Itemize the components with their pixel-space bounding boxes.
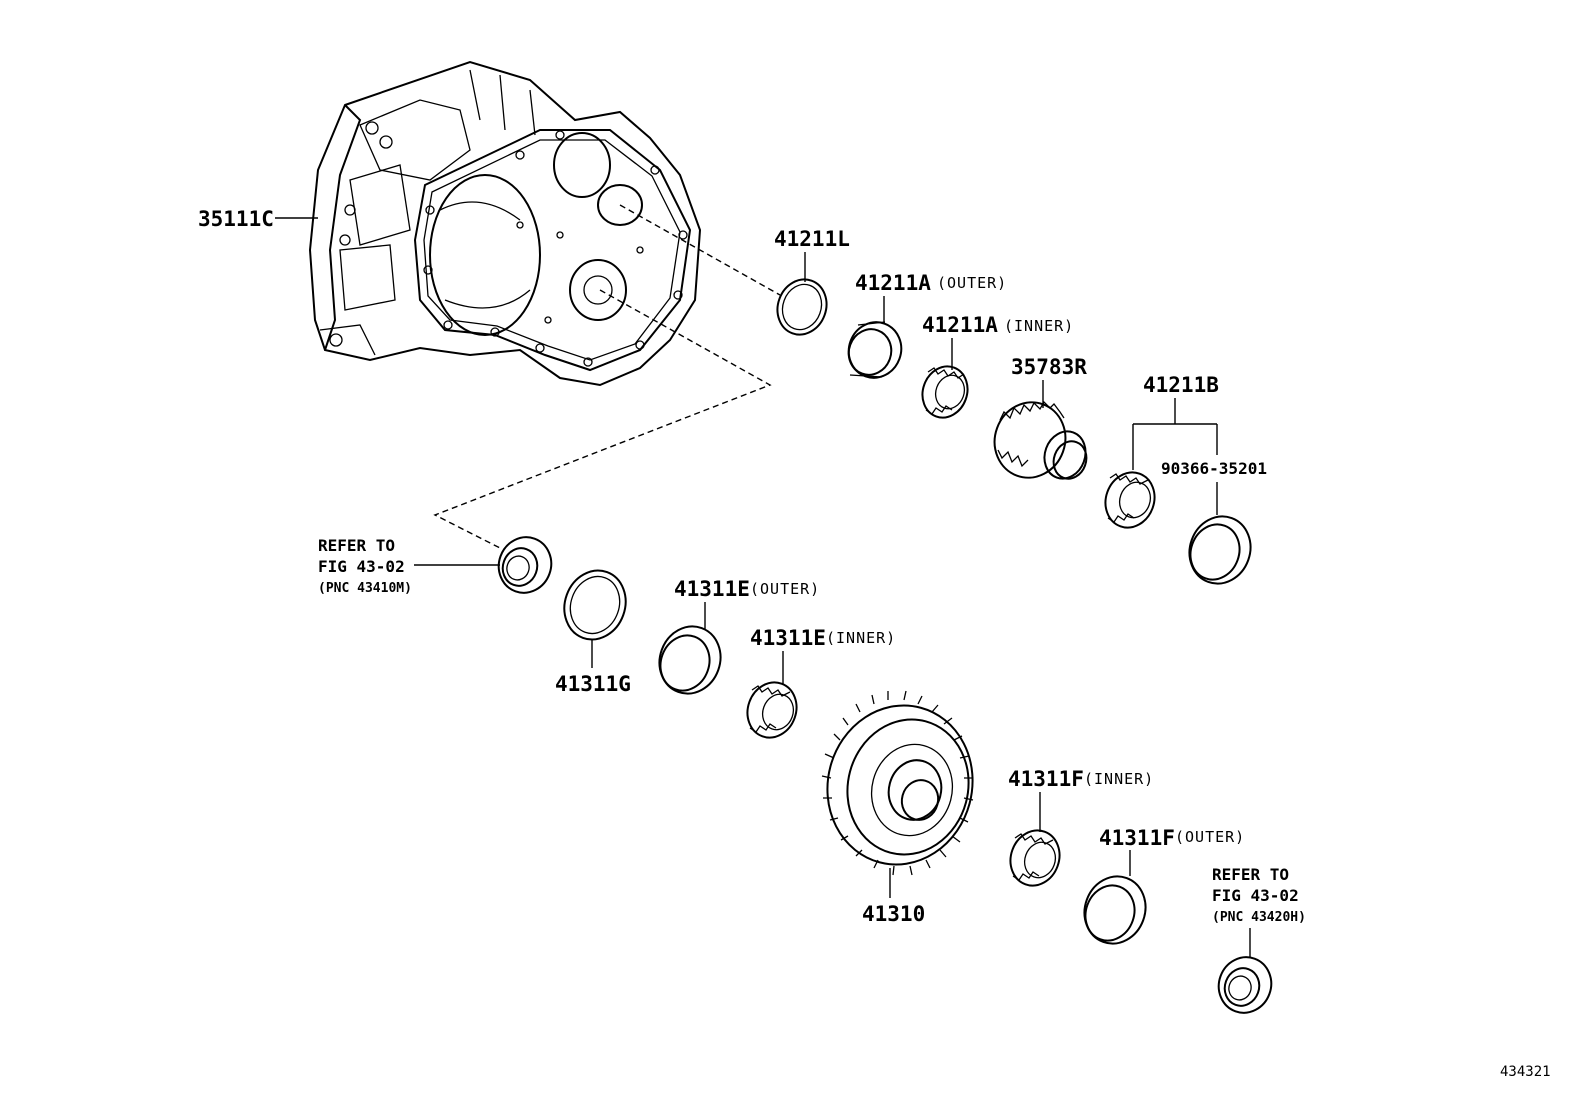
shim-41311g-drawing <box>563 569 627 641</box>
outer-race-41311f-drawing <box>1083 875 1147 945</box>
qualifier-41311f-outer: (OUTER) <box>1175 828 1245 846</box>
ref-right-line1: REFER TO <box>1212 865 1289 884</box>
qualifier-41311e-outer: (OUTER) <box>750 580 820 598</box>
assembly-line-upper <box>619 204 781 296</box>
ref-left-line3: (PNC 43410M) <box>318 581 412 596</box>
label-90366-35201: 90366-35201 <box>1161 459 1267 478</box>
bearing-41211b-drawing <box>1104 471 1156 529</box>
outer-race-41211a-drawing <box>847 321 903 379</box>
label-41211b: 41211B <box>1143 373 1219 397</box>
reference-note-left: REFER TO FIG 43-02 (PNC 43410M) <box>318 536 412 596</box>
label-41211a-inner: 41211A <box>922 313 998 337</box>
inner-bearing-41311f-drawing <box>1009 829 1061 887</box>
figure-number: 434321 <box>1500 1064 1551 1080</box>
label-35783r: 35783R <box>1011 355 1087 379</box>
label-41211l: 41211L <box>774 227 850 251</box>
ref-right-line3: (PNC 43420H) <box>1212 910 1306 925</box>
shim-41211l-drawing <box>776 278 828 336</box>
label-41311e-outer: 41311E <box>674 577 750 601</box>
label-41311f-inner: 41311F <box>1008 767 1084 791</box>
ref-left-line1: REFER TO <box>318 536 395 555</box>
label-41211a-outer: 41211A <box>855 271 931 295</box>
inner-bearing-41211a-drawing <box>921 365 969 419</box>
ref-left-line2: FIG 43-02 <box>318 557 405 576</box>
assembly-line-lower <box>433 289 772 549</box>
drive-gear-35783r-drawing <box>993 400 1088 480</box>
label-41311f-outer: 41311F <box>1099 826 1175 850</box>
inner-bearing-41311e-drawing <box>746 681 798 739</box>
race-90366-35201-drawing <box>1188 515 1252 585</box>
transaxle-housing-drawing <box>308 60 702 387</box>
qualifier-41311f-inner: (INNER) <box>1084 770 1154 788</box>
qualifier-41311e-inner: (INNER) <box>826 629 896 647</box>
label-41311e-inner: 41311E <box>750 626 826 650</box>
outer-race-41311e-drawing <box>658 625 722 695</box>
ref-right-line2: FIG 43-02 <box>1212 886 1299 905</box>
label-35111c: 35111C <box>198 207 274 231</box>
qualifier-41211a-inner: (INNER) <box>1004 317 1074 335</box>
leader-lines <box>275 217 1251 958</box>
oil-seal-right-drawing <box>1217 956 1273 1014</box>
qualifier-41211a-outer: (OUTER) <box>937 274 1007 292</box>
ring-gear-41310-drawing <box>821 690 974 876</box>
oil-seal-left-drawing <box>497 536 553 594</box>
reference-note-right: REFER TO FIG 43-02 (PNC 43420H) <box>1212 865 1306 925</box>
label-41311g: 41311G <box>555 672 631 696</box>
label-41310: 41310 <box>862 902 925 926</box>
